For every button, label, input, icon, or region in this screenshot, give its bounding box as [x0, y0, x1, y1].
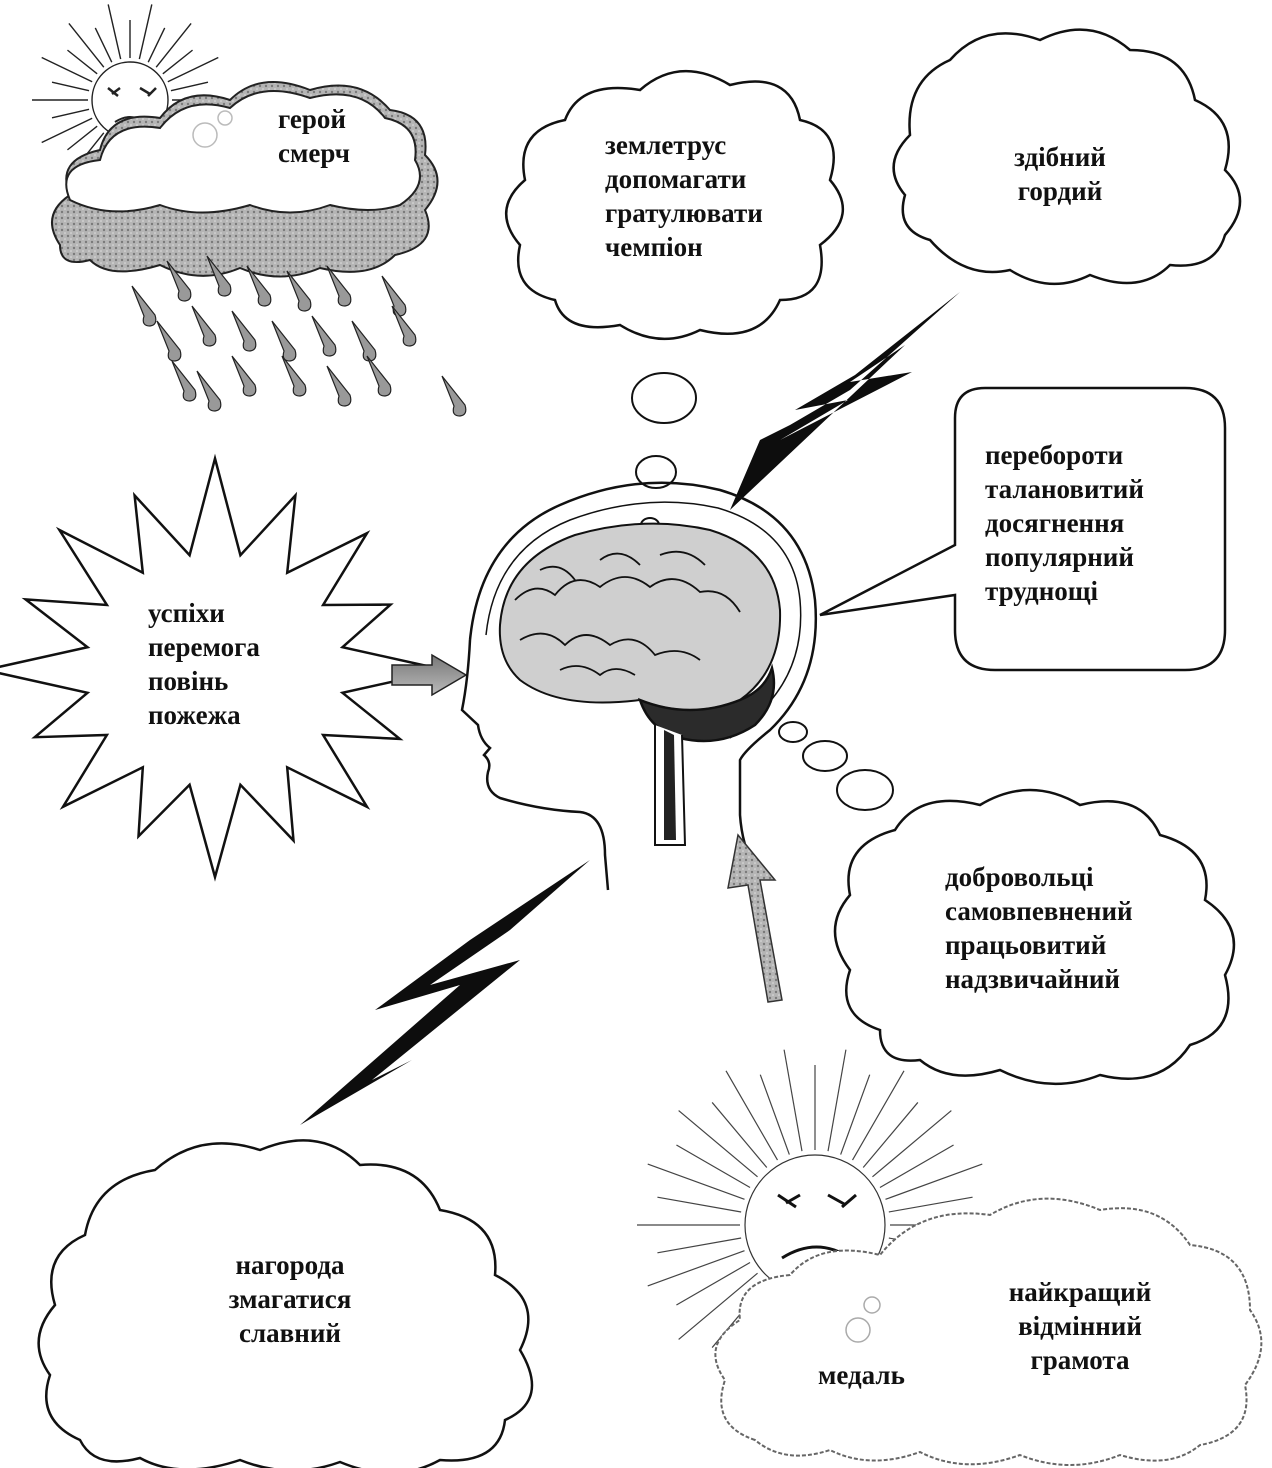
word: перемога — [148, 632, 260, 662]
top-thought-words: землетрус допомагати гратулювати чемпіон — [605, 128, 763, 264]
raindrop-icon — [231, 310, 257, 352]
word: добровольці — [945, 862, 1094, 892]
raindrop-icon — [391, 305, 417, 347]
word: змагатися — [228, 1284, 352, 1314]
word: успіхи — [148, 598, 225, 628]
word: пожежа — [148, 700, 241, 730]
speech-box-words: перебороти талановитий досягнення популя… — [985, 438, 1144, 608]
word: гратулювати — [605, 198, 763, 228]
word: допомагати — [605, 164, 747, 194]
arrow-icon — [727, 833, 783, 1003]
raindrop-icon — [311, 315, 337, 357]
raindrop-icon — [166, 260, 192, 302]
raindrop-icon — [366, 355, 392, 397]
thought-cloud-top — [505, 69, 845, 533]
word: труднощі — [985, 576, 1099, 606]
raindrop-icon — [196, 370, 222, 412]
word: славний — [239, 1318, 341, 1348]
word: гордий — [1017, 176, 1103, 206]
word: досягнення — [985, 508, 1125, 538]
word: землетрус — [605, 130, 727, 160]
sun-cloud-words: найкращий відмінний грамота — [960, 1275, 1200, 1377]
word: популярний — [985, 542, 1134, 572]
word: відмінний — [1018, 1311, 1142, 1341]
right-thought-words: добровольці самовпевнений працьовитий на… — [945, 860, 1133, 996]
lightning-bolt-icon — [300, 860, 590, 1125]
top-right-cloud-words: здібний гордий — [960, 140, 1160, 208]
sun-cloud-icon — [714, 1197, 1263, 1466]
raindrop-icon — [231, 355, 257, 397]
lightning-bolt-icon — [730, 292, 960, 510]
word: чемпіон — [605, 232, 703, 262]
raindrop-icon — [206, 255, 232, 297]
sun-cloud-extra-word: медаль — [818, 1358, 905, 1392]
explosion-words: успіхи перемога повінь пожежа — [148, 596, 260, 732]
speech-bubble-icon — [819, 386, 1227, 672]
word: смерч — [278, 138, 350, 168]
thought-bubble-icon — [778, 721, 1236, 1086]
raindrop-icon — [246, 265, 272, 307]
raindrop-icon — [271, 320, 297, 362]
word: грамота — [1030, 1345, 1130, 1375]
word: перебороти — [985, 440, 1124, 470]
raindrop-icon — [131, 285, 157, 327]
raindrop-icon — [326, 265, 352, 307]
raindrop-icon — [171, 360, 197, 402]
word: герой — [278, 104, 346, 134]
word: талановитий — [985, 474, 1144, 504]
word: надзвичайний — [945, 964, 1120, 994]
raindrop-icon — [156, 320, 182, 362]
cloud-bottom-left — [37, 1139, 534, 1468]
word: повінь — [148, 666, 229, 696]
word: найкращий — [1008, 1277, 1152, 1307]
storm-cloud-icon — [51, 81, 439, 278]
raindrop-icon — [441, 375, 467, 417]
explosion-icon — [0, 453, 446, 882]
raindrop-icon — [351, 320, 377, 362]
word: нагорода — [235, 1250, 345, 1280]
bottom-left-cloud-words: нагорода змагатися славний — [150, 1248, 430, 1350]
brain-head-icon — [460, 481, 818, 891]
raindrop-icon — [281, 355, 307, 397]
word: працьовитий — [945, 930, 1107, 960]
cloud-top-right — [892, 28, 1242, 286]
storm-cloud-words: герой смерч — [278, 102, 350, 170]
raindrop-icon — [191, 305, 217, 347]
word: самовпевнений — [945, 896, 1133, 926]
word: медаль — [818, 1360, 905, 1390]
arrow-icon — [391, 653, 468, 697]
raindrop-icon — [286, 270, 312, 312]
raindrop-icon — [326, 365, 352, 407]
rain-icon — [131, 255, 467, 417]
word: здібний — [1014, 142, 1106, 172]
